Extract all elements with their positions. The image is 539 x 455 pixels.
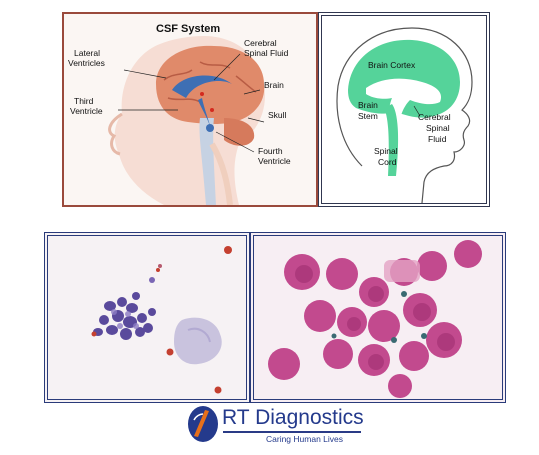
- brand-name: RT Diagnostics: [222, 406, 364, 429]
- label-third-ventricle-1: Third: [74, 96, 94, 106]
- label-brain-stem-1: Brain: [358, 100, 378, 110]
- head-silhouette-illustration: Brain Cortex Brain Stem Cerebral Spinal …: [336, 27, 473, 203]
- csf-system-diagram: CSF System Lateral Ventricles Third Vent…: [62, 12, 318, 207]
- csf-cytology-cluster-image: [44, 232, 250, 403]
- micrograph-closeup: [254, 236, 502, 399]
- label-cerebral-spinal-fluid-a: Cerebral: [418, 112, 451, 122]
- label-third-ventricle-2: Ventricle: [70, 106, 103, 116]
- label-cerebral-spinal-fluid-c: Fluid: [428, 134, 447, 144]
- head-brain-diagram: Brain Cortex Brain Stem Cerebral Spinal …: [318, 12, 490, 207]
- label-spinal-cord-2: Cord: [378, 157, 397, 167]
- label-brain-cortex: Brain Cortex: [368, 60, 416, 70]
- label-brain-stem-2: Stem: [358, 111, 378, 121]
- brand-tagline: Caring Human Lives: [266, 434, 344, 444]
- label-spinal-cord-1: Spinal: [374, 146, 398, 156]
- label-cerebral-spinal-fluid-2: Spinal Fluid: [244, 48, 289, 58]
- label-lateral-ventricles-1: Lateral: [74, 48, 100, 58]
- label-cerebral-spinal-fluid-b: Spinal: [426, 123, 450, 133]
- csf-cytology-closeup-image: [250, 232, 506, 403]
- csf-title: CSF System: [156, 23, 220, 35]
- micrograph-cluster: [48, 236, 246, 399]
- label-fourth-ventricle-2: Ventricle: [258, 156, 291, 166]
- label-cerebral-spinal-fluid-1: Cerebral: [244, 38, 277, 48]
- label-lateral-ventricles-2: Ventricles: [68, 58, 105, 68]
- label-brain: Brain: [264, 80, 284, 90]
- label-skull: Skull: [268, 110, 287, 120]
- logo-mark-icon: [188, 406, 218, 442]
- csf-anatomy-illustration: CSF System Lateral Ventricles Third Vent…: [68, 23, 291, 205]
- rt-diagnostics-logo: RT Diagnostics Caring Human Lives: [186, 404, 366, 450]
- brand-divider: [223, 431, 361, 433]
- label-fourth-ventricle-1: Fourth: [258, 146, 283, 156]
